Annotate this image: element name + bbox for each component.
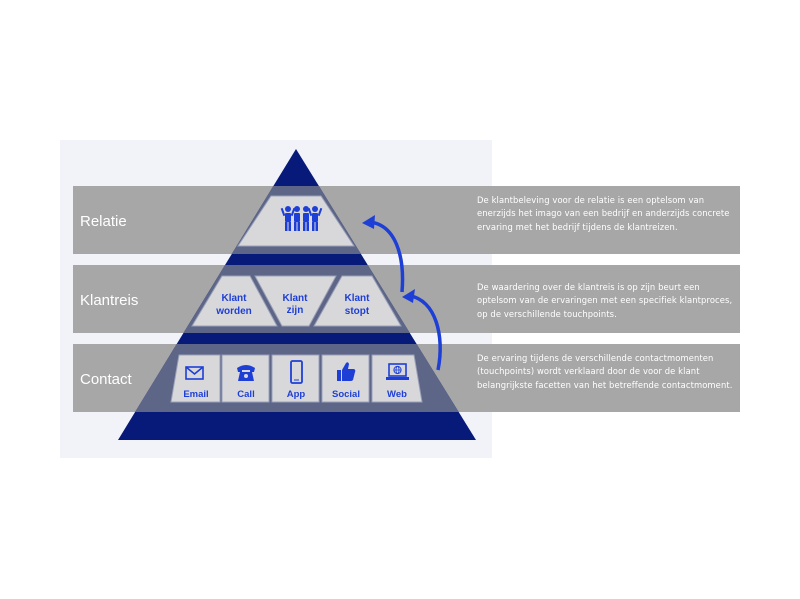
people-group-icon [280,206,323,231]
channel-label-app: App [287,389,306,400]
level-label-klantreis: Klantreis [80,292,139,309]
telephone-icon [237,365,255,381]
channel-label-web: Web [387,389,407,400]
band-relatie [73,186,740,254]
description-klantreis: De waardering over de klantreis is op zi… [477,282,733,319]
level-label-relatie: Relatie [80,213,127,230]
laptop-globe-icon [386,363,409,380]
channel-cell-app [271,354,320,403]
journey-1-line2: worden [215,306,252,317]
arrow-klantreis-to-relatie [362,215,405,293]
journey-2-line2: zijn [287,305,304,316]
envelope-icon [185,366,204,380]
smartphone-icon [290,360,303,384]
level-label-contact: Contact [80,371,132,388]
channel-label-email: Email [183,389,208,400]
journey-cell-1 [191,275,278,327]
journey-cell-2 [254,275,337,327]
description-contact: De ervaring tijdens de verschillende con… [477,353,733,390]
arrow-contact-to-klantreis [402,289,442,371]
thumbs-up-icon [337,362,356,381]
journey-cell-3 [313,275,402,327]
channel-label-call: Call [237,389,254,400]
journey-3-line2: stopt [345,306,370,317]
journey-1-line1: Klant [222,293,248,304]
journey-3-line1: Klant [345,293,371,304]
channel-label-social: Social [332,389,360,400]
description-relatie: De klantbeleving voor de relatie is een … [477,195,730,232]
journey-2-line1: Klant [283,293,309,304]
